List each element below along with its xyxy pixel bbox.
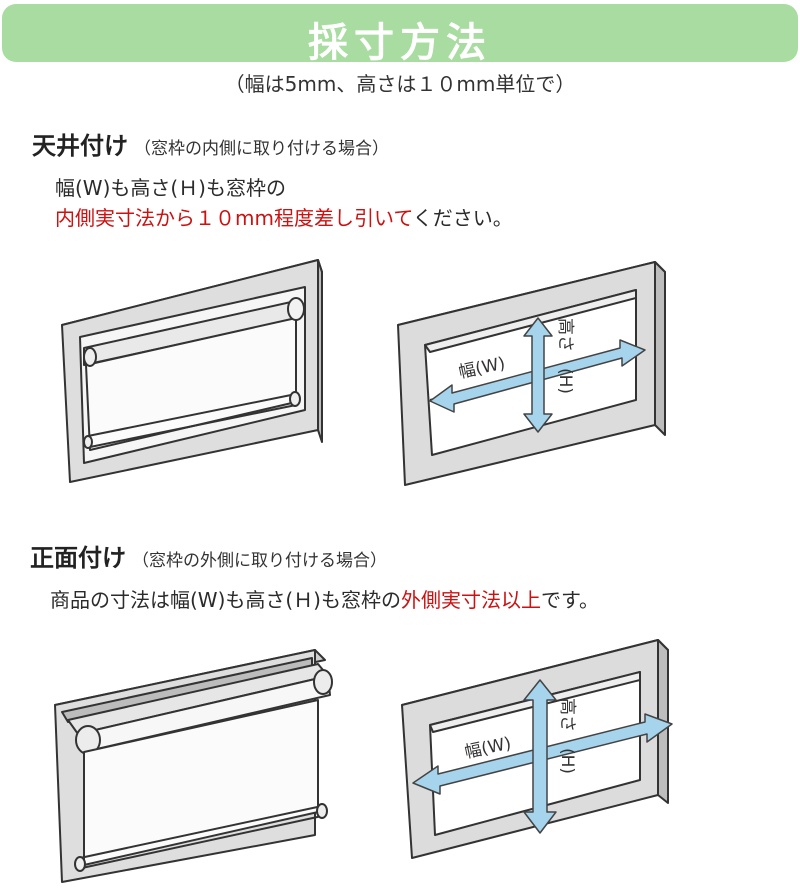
inside-height-h-label: (H) bbox=[555, 368, 575, 394]
outside-instruction-post: です。 bbox=[541, 588, 599, 612]
inside-instruction-tail: ください。 bbox=[412, 206, 513, 230]
header-banner: 採寸方法 bbox=[2, 4, 798, 66]
inside-instruction-line2: 内側実寸法から１０mm程度差し引いてください。 bbox=[55, 202, 513, 231]
inside-instruction-highlight: 内側実寸法から１０mm程度差し引いて bbox=[55, 206, 413, 230]
inside-instruction-line1: 幅(W)も高さ(Ｈ)も窓枠の bbox=[55, 176, 286, 200]
outside-height-label: 高さ bbox=[557, 698, 577, 732]
page-title: 採寸方法 bbox=[308, 20, 492, 66]
section-outside-heading: 正面付け （窓枠の外側に取り付ける場合） bbox=[30, 538, 387, 573]
inside-height-label: 高さ bbox=[555, 318, 575, 352]
outside-instruction-line: 商品の寸法は幅(W)も高さ(Ｈ)も窓枠の外側実寸法以上です。 bbox=[50, 584, 599, 613]
outside-instruction-highlight: 外側実寸法以上 bbox=[401, 588, 541, 612]
outside-height-h-label: (H) bbox=[557, 748, 577, 774]
section-outside-note: （窓枠の外側に取り付ける場合） bbox=[132, 551, 387, 571]
outside-instruction-pre: 商品の寸法は幅(W)も高さ(Ｈ)も窓枠の bbox=[50, 588, 401, 612]
section-inside-heading: 天井付け （窓枠の内側に取り付ける場合） bbox=[32, 126, 389, 161]
unit-note: （幅は5mm、高さは１０mm単位で） bbox=[224, 72, 576, 96]
section-inside-note: （窓枠の内側に取り付ける場合） bbox=[134, 139, 389, 159]
section-outside-title: 正面付け bbox=[30, 544, 126, 572]
section-inside-title: 天井付け bbox=[32, 132, 128, 160]
